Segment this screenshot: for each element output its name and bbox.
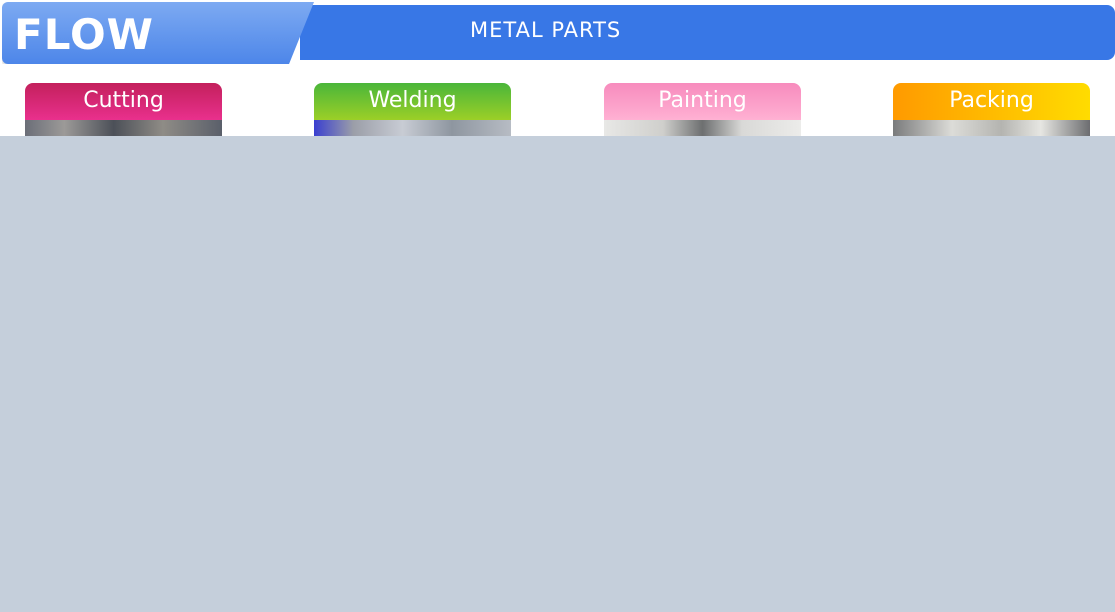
title-box: FLOW CHART — [2, 2, 314, 64]
step-card-packing[interactable]: Packing — [893, 83, 1090, 143]
page-title: FLOW CHART — [14, 10, 176, 64]
header-subtitle: METAL PARTS — [470, 18, 622, 42]
step-card-welding[interactable]: Welding — [314, 83, 511, 143]
loading-overlay — [0, 136, 1115, 612]
header-banner — [300, 5, 1115, 60]
step-card-cutting[interactable]: Cutting — [25, 83, 222, 143]
step-label-packing: Packing — [893, 83, 1090, 120]
step-label-cutting: Cutting — [25, 83, 222, 120]
step-label-welding: Welding — [314, 83, 511, 120]
step-label-painting: Painting — [604, 83, 801, 120]
step-card-painting[interactable]: Painting — [604, 83, 801, 143]
